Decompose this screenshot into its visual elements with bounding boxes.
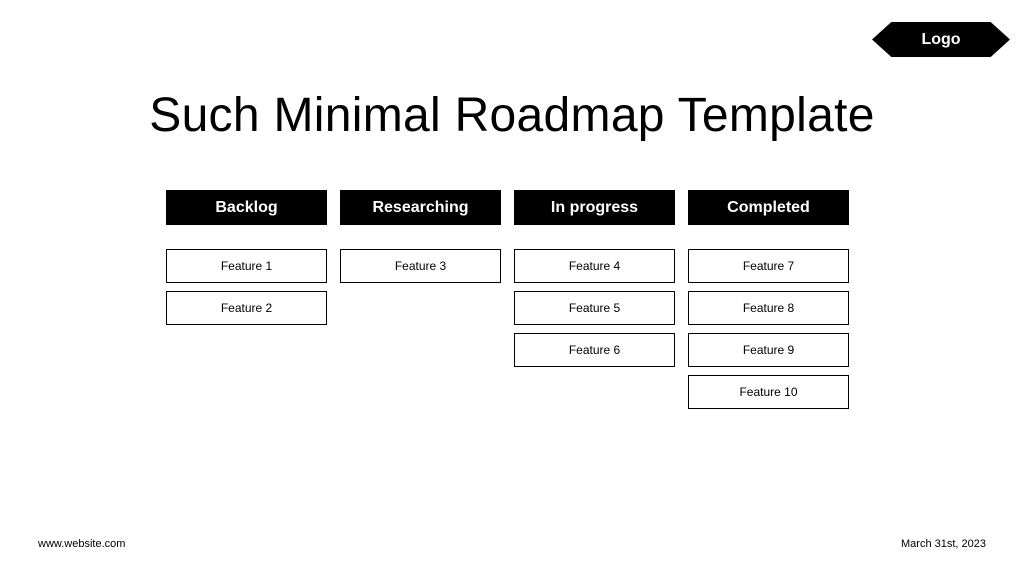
feature-card: Feature 4	[514, 249, 675, 283]
logo-badge: Logo	[872, 22, 1010, 57]
feature-card: Feature 5	[514, 291, 675, 325]
page-title: Such Minimal Roadmap Template	[149, 89, 875, 142]
logo-text: Logo	[921, 30, 961, 48]
feature-card: Feature 2	[166, 291, 327, 325]
column-completed: Completed Feature 7 Feature 8 Feature 9 …	[688, 190, 849, 417]
column-header: Researching	[340, 190, 501, 225]
feature-card: Feature 6	[514, 333, 675, 367]
column-header: Completed	[688, 190, 849, 225]
feature-card: Feature 7	[688, 249, 849, 283]
column-researching: Researching Feature 3	[340, 190, 501, 417]
feature-card: Feature 9	[688, 333, 849, 367]
feature-card: Feature 10	[688, 375, 849, 409]
feature-card: Feature 3	[340, 249, 501, 283]
column-header: Backlog	[166, 190, 327, 225]
roadmap-board: Backlog Feature 1 Feature 2 Researching …	[166, 190, 849, 417]
footer-date: March 31st, 2023	[901, 538, 986, 550]
feature-card: Feature 1	[166, 249, 327, 283]
column-backlog: Backlog Feature 1 Feature 2	[166, 190, 327, 417]
feature-card: Feature 8	[688, 291, 849, 325]
column-header: In progress	[514, 190, 675, 225]
column-in-progress: In progress Feature 4 Feature 5 Feature …	[514, 190, 675, 417]
footer-website: www.website.com	[38, 538, 126, 550]
